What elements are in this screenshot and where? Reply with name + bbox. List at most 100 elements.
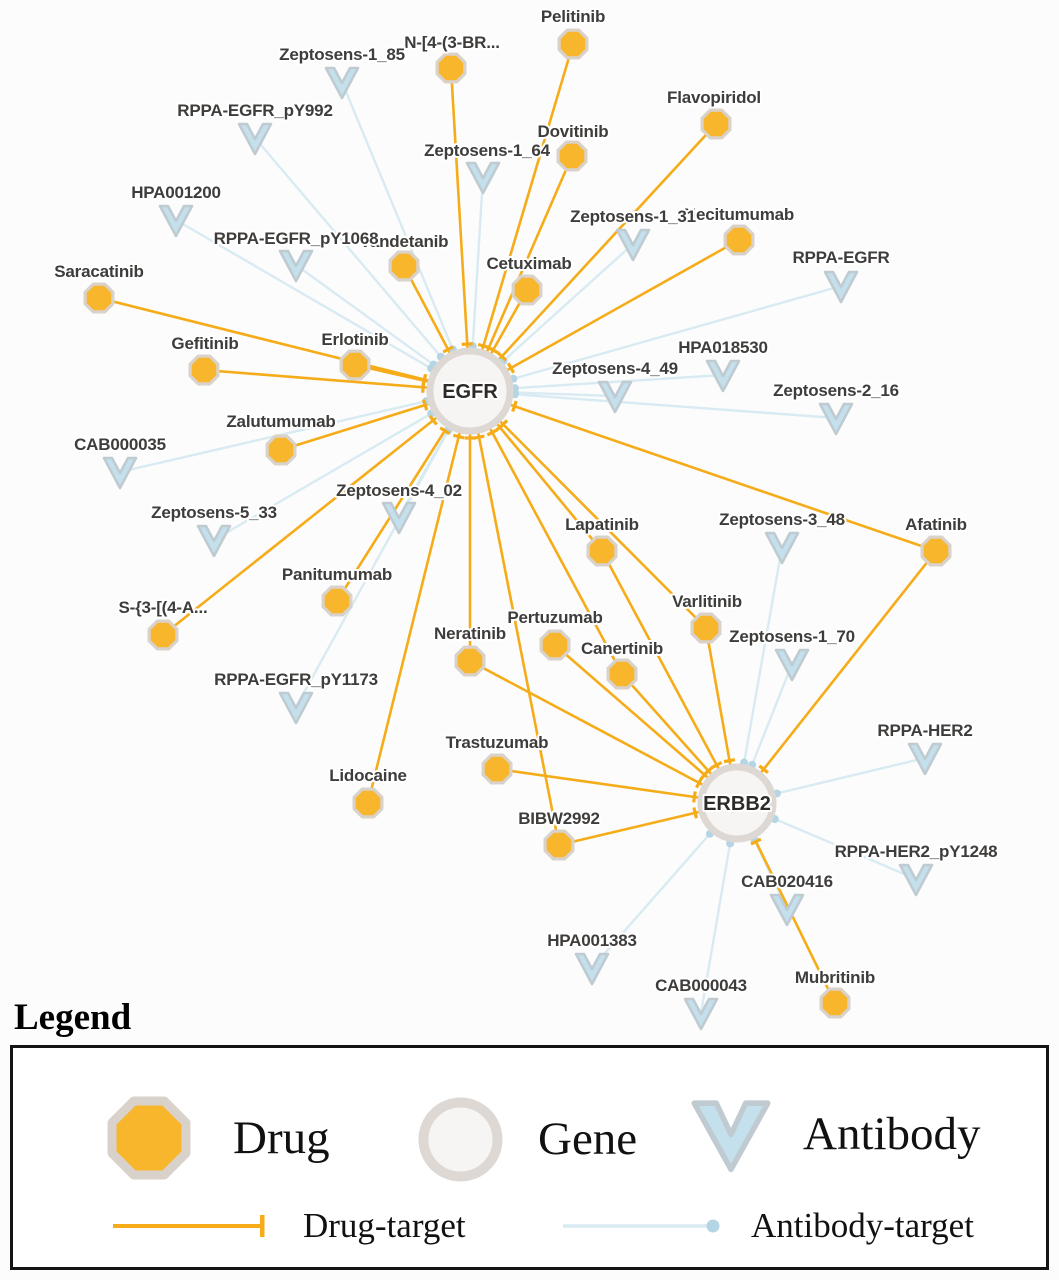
drug-target-line-icon [113, 1214, 265, 1237]
drug-edge-bar [442, 345, 454, 354]
drug-octagon-icon [819, 987, 851, 1019]
drug-octagon-icon [321, 585, 353, 617]
drug-node-Varlitinib [690, 612, 722, 644]
drug-node-Pertuzumab [539, 629, 571, 661]
drug-edge-bar [498, 419, 509, 430]
drug-target-edge [469, 389, 937, 553]
drug-octagon-icon [388, 250, 420, 282]
drug-edge-bar [750, 837, 762, 846]
antibody-label: Zeptosens-1_85 [279, 45, 405, 64]
drug-edge-bar [439, 426, 451, 436]
antibody-chevron-icon [818, 402, 854, 436]
antibody-chevron-icon [381, 501, 417, 535]
drug-node-Mubritinib [819, 987, 851, 1019]
drug-edge-bar [695, 777, 704, 789]
antibody-node-Zeptosens-5_33 [196, 524, 232, 558]
drug-node-Erlotinib [339, 349, 371, 381]
node-layer [83, 28, 952, 1031]
drug-label: Pelitinib [541, 7, 605, 26]
drug-edge-bar [758, 764, 769, 774]
antibody-label: RPPA-EGFR_pY992 [177, 101, 332, 120]
antibody-label: Zeptosens-4_02 [336, 481, 462, 500]
antibody-target-edge [119, 389, 471, 474]
drug-node-Lidocaine [352, 787, 384, 819]
drug-label: Cetuximab [486, 254, 571, 273]
antibody-label: Zeptosens-1_64 [424, 141, 550, 160]
drug-octagon-icon [539, 629, 571, 661]
drug-edge-bar [703, 766, 714, 776]
drug-node-Trastuzumab [481, 753, 513, 785]
drug-label: Lapatinib [565, 515, 639, 534]
drug-target-edge [98, 296, 471, 393]
drug-edge-bar [711, 761, 723, 770]
antibody-label: HPA001200 [131, 183, 221, 202]
antibody-target-edge [213, 389, 471, 542]
drug-target-edge [469, 123, 717, 392]
antibody-target-edge [469, 284, 842, 393]
drug-edge-bar [487, 345, 499, 355]
drug-edge-bar [723, 758, 736, 764]
drug-edge-bar [692, 807, 698, 819]
gene-icon [418, 1097, 503, 1182]
drug-node-Pelitinib [557, 28, 589, 60]
drug-octagon-icon [557, 28, 589, 60]
drug-node-Cetuximab [511, 274, 543, 306]
legend-gene-label: Gene [538, 1113, 638, 1165]
drug-node-N-[4-(3-BR... [435, 52, 467, 84]
antibody-label: CAB000035 [74, 435, 166, 454]
antibody-chevron-icon [823, 270, 859, 304]
antibody-label: Zeptosens-1_70 [729, 627, 855, 646]
drug-octagon-icon [435, 52, 467, 84]
drug-octagon-icon [83, 282, 115, 314]
antibody-node-RPPA-EGFR_pY1173 [278, 691, 314, 725]
antibody-node-RPPA-EGFR_pY1068 [278, 249, 314, 283]
drug-label: Erlotinib [321, 330, 388, 349]
drug-target-edge [735, 550, 938, 804]
drug-label: Necitumumab [684, 205, 794, 224]
drug-octagon-icon [147, 619, 179, 651]
drug-label: Trastuzumab [446, 733, 549, 752]
antibody-node-Zeptosens-3_48 [764, 531, 800, 565]
antibody-target-edge [469, 389, 837, 420]
drug-label: Pertuzumab [507, 608, 602, 627]
antibody-label: Zeptosens-3_48 [719, 510, 845, 529]
drug-node-Afatinib [920, 535, 952, 567]
legend-item-drug-target: Drug-target [111, 1208, 466, 1243]
antibody-node-HPA018530 [705, 359, 741, 393]
antibody-target-edge [175, 218, 471, 393]
antibody-label: Zeptosens-4_49 [552, 359, 678, 378]
drug-icon [107, 1096, 191, 1180]
antibody-chevron-icon [574, 952, 610, 986]
drug-octagon-icon [339, 349, 371, 381]
antibody-chevron-icon [898, 863, 934, 897]
drug-label: Mubritinib [795, 968, 875, 987]
network-canvas: PelitinibN-[4-(3-BR...FlavopiridolDoviti… [52, 5, 1000, 1031]
antibody-label: RPPA-HER2 [877, 721, 972, 740]
antibody-chevron-icon [237, 122, 273, 156]
antibody-label: RPPA-HER2_pY1248 [835, 842, 998, 861]
antibody-label: CAB000043 [655, 976, 747, 995]
antibody-node-Zeptosens-1_31 [615, 228, 651, 262]
drug-node-Canertinib [606, 658, 638, 690]
antibody-node-Zeptosens-1_70 [774, 648, 810, 682]
antibody-icon [691, 1100, 771, 1173]
drug-edge-bar [461, 342, 473, 347]
drug-label: Saracatinib [54, 262, 143, 281]
antibody-chevron-icon [683, 997, 719, 1031]
drug-octagon-icon [586, 535, 618, 567]
drug-target-edge [554, 644, 738, 804]
antibody-chevron-icon [158, 204, 194, 238]
drug-edge-bar [452, 433, 465, 440]
gene-label: EGFR [442, 381, 498, 403]
legend-box: Drug Gene Antibody Drug-target [10, 1045, 1049, 1270]
drug-node-Neratinib [454, 645, 486, 677]
antibody-chevron-icon [196, 524, 232, 558]
drug-octagon-icon [188, 354, 220, 386]
drug-edge-bar [692, 791, 697, 803]
antibody-label: Zeptosens-5_33 [151, 503, 277, 522]
antibody-chevron-icon [465, 161, 501, 195]
label-layer: PelitinibN-[4-(3-BR...FlavopiridolDoviti… [52, 5, 999, 997]
drug-octagon-icon [690, 612, 722, 644]
legend-drug-label: Drug [233, 1111, 330, 1164]
